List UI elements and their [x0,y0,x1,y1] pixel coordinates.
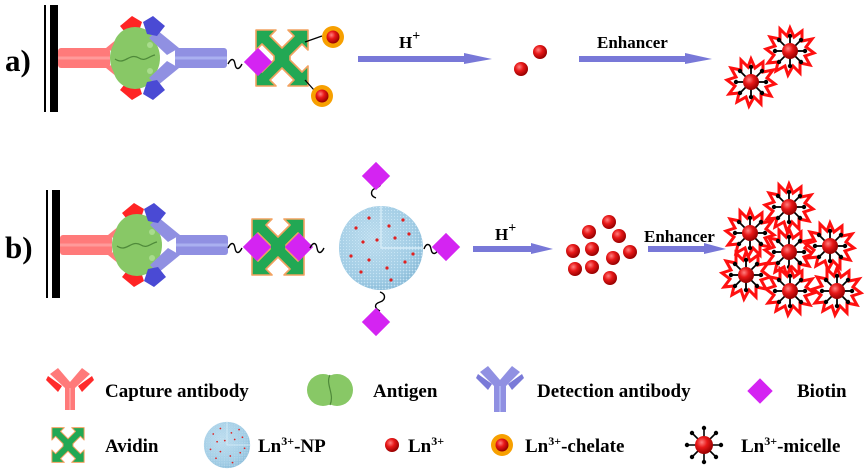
legend-item-ion: Ln3+ [385,434,444,457]
legend-label: Ln3+-chelate [525,434,624,457]
legend-label: Biotin [797,381,847,402]
ln-chelate [322,26,344,48]
acid-arrow [473,243,553,254]
ln-ion [606,251,620,265]
ln-ion [566,244,580,258]
ln-ion [568,262,582,276]
ln-nanoparticle [338,205,424,291]
legend-label: Ln3+-micelle [741,434,840,457]
detection-antibody-icon [476,366,524,412]
ln-micelle [725,57,777,108]
legend-item-capture-antibody: Capture antibody [46,368,249,410]
acid-arrow [358,53,492,64]
linker [374,291,386,312]
legend: Capture antibody Antigen Detection antib… [46,366,847,469]
ln-micelle [811,266,863,317]
legend-label: Avidin [105,436,159,457]
ln-ion [585,260,599,274]
linker [227,58,243,70]
ln-ion [603,271,617,285]
ln-ion [582,225,596,239]
panel-a-label: a) [5,43,31,78]
avidin-icon [51,427,85,463]
ln-ion-cluster [566,215,637,285]
enhancer-arrow [579,53,712,64]
ln-ion [585,242,599,256]
legend-item-chelate: Ln3+-chelate [491,434,624,457]
legend-label: Capture antibody [105,381,249,402]
biotin [361,307,391,337]
ln-micelle [804,221,856,272]
ln-micelle-cluster [720,182,863,317]
acid-label: H+ [495,221,516,244]
linker [227,242,243,254]
legend-item-avidin: Avidin [51,427,159,463]
ion-icon [385,438,399,452]
biotin-icon [747,378,773,404]
ln-ion [514,62,528,76]
solid-surface [46,190,60,298]
panel-b: b) H+ [5,161,863,337]
ln-ion [612,229,626,243]
ln-micelle [764,26,816,77]
ln-micelle [720,250,772,301]
enhancer-label: Enhancer [597,33,668,52]
acid-label: H+ [399,29,420,52]
solid-surface [44,5,58,112]
ln-micelle [763,182,815,233]
legend-label: Detection antibody [537,381,691,402]
nanoparticle-icon [203,421,251,469]
legend-label: Ln3+-NP [258,434,326,457]
antigen-icon [307,374,353,406]
legend-item-detection-antibody: Detection antibody [476,366,691,412]
ln-chelate [311,85,333,107]
ln-ion [602,215,616,229]
enhancer-label: Enhancer [644,227,715,246]
legend-item-antigen: Antigen [307,374,438,406]
legend-label: Antigen [373,381,438,402]
ln-ion [623,245,637,259]
legend-label: Ln3+ [408,434,444,457]
ln-micelle [764,266,816,317]
panel-a: a) H+ Enhancer [5,5,816,112]
legend-item-nanoparticle: Ln3+-NP [203,421,326,469]
biotin [431,232,461,262]
chelate-icon [491,434,513,456]
legend-item-micelle: Ln3+-micelle [683,424,840,466]
enhancer-arrow [648,243,726,254]
ln-ion [533,45,547,59]
linker [423,243,439,255]
micelle-icon [683,424,725,466]
biotin [361,161,391,191]
capture-antibody-icon [46,368,94,410]
panel-b-label: b) [5,230,33,265]
legend-item-biotin: Biotin [747,378,847,404]
